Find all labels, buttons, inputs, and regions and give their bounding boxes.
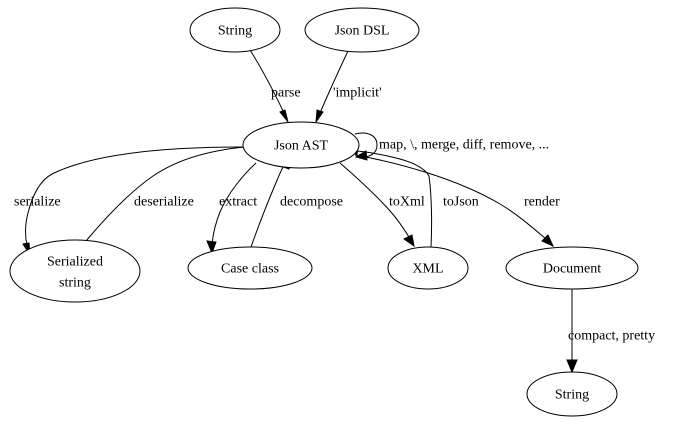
node-xml[interactable]: XML <box>387 246 469 290</box>
node-json-ast-shape <box>242 121 360 169</box>
edge-parse[interactable]: parse <box>249 49 301 123</box>
edge-decompose-path <box>250 164 285 248</box>
edge-toxml-arrowhead <box>403 234 415 248</box>
edge-extract[interactable]: extract <box>206 162 257 255</box>
edge-decompose[interactable]: decompose <box>250 154 343 248</box>
edge-deserialize-path <box>85 145 257 242</box>
edge-label-decompose: decompose <box>280 195 343 210</box>
node-string-bottom-shape <box>526 371 618 417</box>
edge-label-deserialize: deserialize <box>134 195 194 210</box>
edge-label-serialize: serialize <box>14 195 61 210</box>
node-case-class-shape <box>187 246 313 290</box>
node-string-top[interactable]: String <box>189 7 281 53</box>
edge-toxml[interactable]: toXml <box>339 162 425 248</box>
node-json-ast[interactable]: Json AST <box>242 121 360 169</box>
node-serialized-string[interactable]: Serialized string <box>9 239 141 303</box>
node-serialized-string-label-line1: Serialized <box>47 255 103 270</box>
edge-toxml-path <box>339 162 410 238</box>
edge-extract-arrowhead <box>206 240 217 255</box>
edge-self-ops[interactable]: map, \, merge, diff, remove, ... <box>354 132 549 161</box>
edges-layer: parse 'implicit' map, \, merge, diff, re… <box>14 49 655 374</box>
edge-self-ops-path <box>354 132 378 158</box>
edge-implicit-arrowhead <box>315 109 324 124</box>
edge-parse-path <box>249 49 285 114</box>
node-string-bottom[interactable]: String <box>526 371 618 417</box>
node-case-class-label: Case class <box>221 262 279 277</box>
edge-implicit[interactable]: 'implicit' <box>315 50 382 124</box>
edge-label-self-ops: map, \, merge, diff, remove, ... <box>379 138 549 153</box>
edge-render-path <box>354 154 547 240</box>
edge-implicit-path <box>319 50 349 114</box>
edge-parse-arrowhead <box>279 109 289 123</box>
node-document[interactable]: Document <box>505 246 639 290</box>
node-json-dsl-label: Json DSL <box>335 24 390 39</box>
edge-label-implicit: 'implicit' <box>333 86 382 101</box>
node-json-dsl-shape <box>304 7 420 53</box>
edge-serialize[interactable]: serialize <box>14 146 244 256</box>
node-xml-label: XML <box>412 262 443 277</box>
node-json-ast-label: Json AST <box>274 139 329 154</box>
edge-deserialize[interactable]: deserialize <box>85 142 267 242</box>
node-json-dsl[interactable]: Json DSL <box>304 7 420 53</box>
edge-compact-pretty-arrowhead <box>566 359 578 374</box>
node-case-class[interactable]: Case class <box>187 246 313 290</box>
edge-tojson-path <box>356 150 433 248</box>
edge-extract-path <box>211 162 257 245</box>
node-document-shape <box>505 246 639 290</box>
node-string-bottom-label: String <box>555 388 589 403</box>
edge-serialize-path <box>25 146 244 247</box>
node-serialized-string-shape <box>9 239 141 303</box>
edge-label-extract: extract <box>219 195 257 210</box>
edge-render[interactable]: render <box>354 154 560 248</box>
edge-label-tojson: toJson <box>443 195 479 210</box>
node-string-top-shape <box>189 7 281 53</box>
edge-label-parse: parse <box>271 86 301 101</box>
edge-label-toxml: toXml <box>389 195 425 210</box>
edge-label-render: render <box>524 195 560 210</box>
edge-compact-pretty[interactable]: compact, pretty <box>566 289 655 374</box>
edge-render-arrowhead <box>541 234 555 248</box>
edge-label-compact-pretty: compact, pretty <box>568 329 655 344</box>
node-document-label: Document <box>543 262 601 277</box>
node-string-top-label: String <box>218 24 252 39</box>
node-xml-shape <box>387 246 469 290</box>
nodes-layer: String Json DSL Json AST Serialized stri… <box>9 7 639 417</box>
node-serialized-string-label-line2: string <box>59 276 91 291</box>
edge-self-ops-arrowhead <box>354 150 368 161</box>
